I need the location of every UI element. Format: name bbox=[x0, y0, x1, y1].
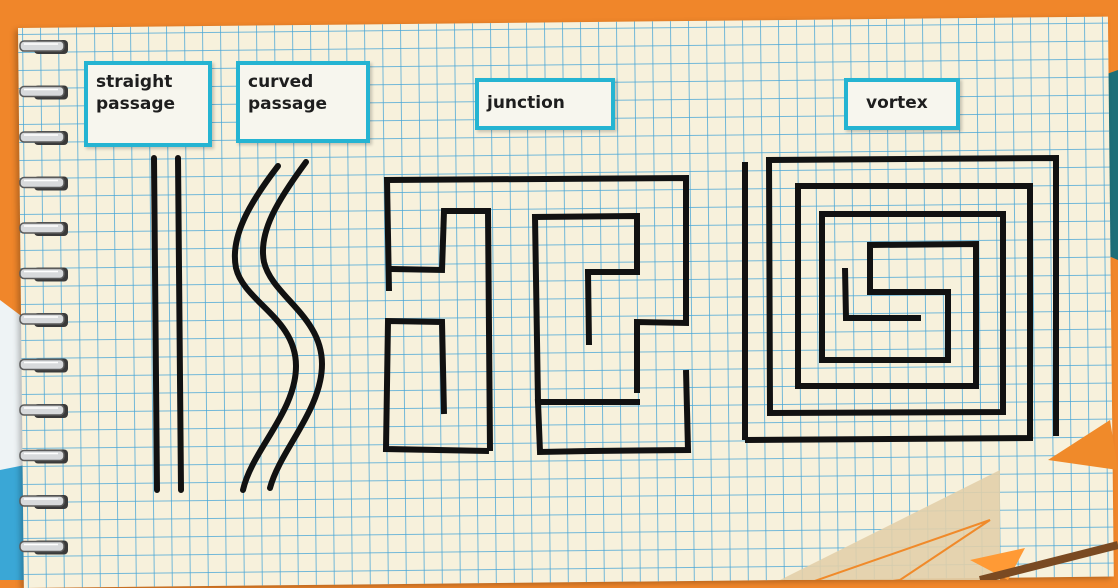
orange-triangle bbox=[1048, 420, 1118, 470]
beige-triangle bbox=[780, 470, 1000, 580]
